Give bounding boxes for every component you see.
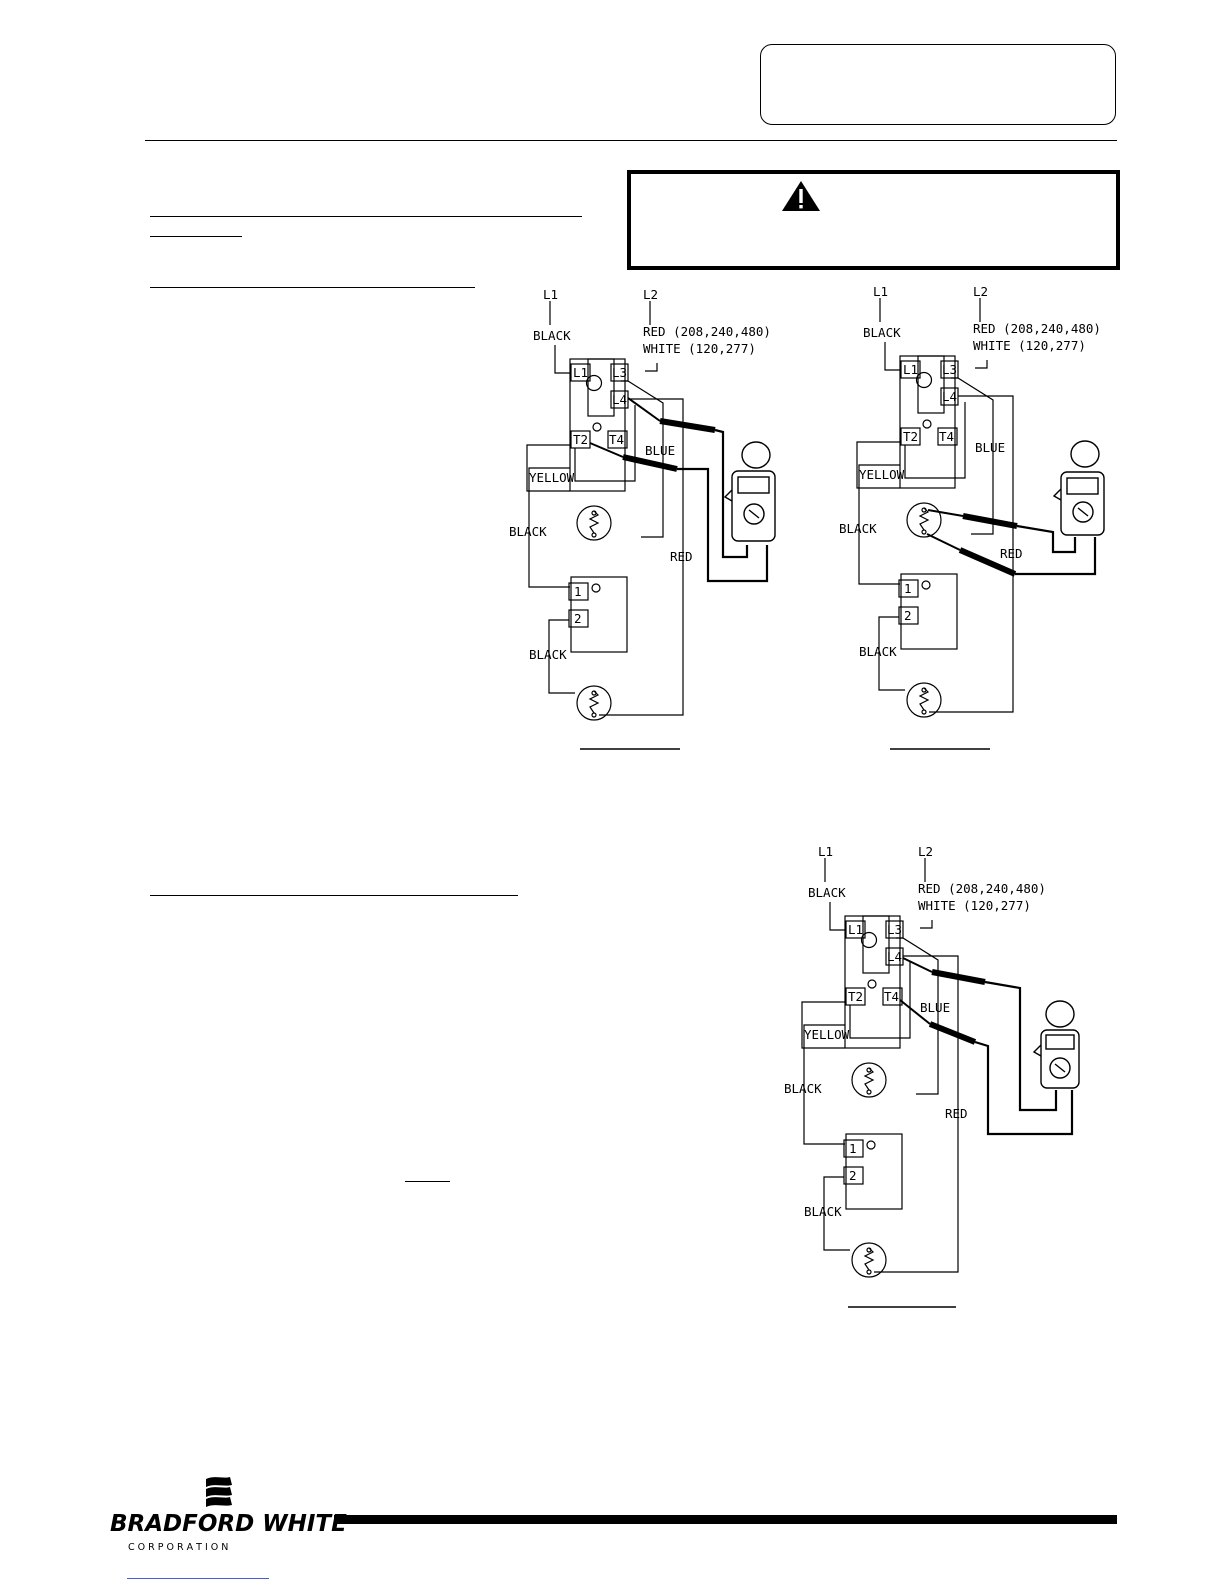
svg-text:T4: T4 <box>609 432 624 447</box>
svg-text:T4: T4 <box>939 429 954 444</box>
svg-text:L4: L4 <box>612 392 627 407</box>
bradford-white-logo: BRADFORD WHITE C O R P O R A T I O N <box>110 1477 347 1553</box>
header-rule <box>145 140 1117 141</box>
wiring-diagram-upper-element: L1 L2 BLACK RED (208,240,480) WHITE (120… <box>509 287 776 750</box>
svg-text:RED (208,240,480): RED (208,240,480) <box>918 881 1046 896</box>
svg-text:L1: L1 <box>903 362 918 377</box>
subsection-heading-underline <box>150 287 475 288</box>
subsection-heading-underline <box>150 895 518 896</box>
svg-text:L4: L4 <box>887 949 902 964</box>
svg-text:1: 1 <box>574 584 582 599</box>
clamp-meter-icon <box>1032 1000 1080 1089</box>
footer-link-underline[interactable] <box>127 1578 269 1579</box>
svg-text:L1: L1 <box>873 284 888 299</box>
svg-text:BLACK: BLACK <box>784 1081 822 1096</box>
clamp-meter-icon <box>1052 440 1105 536</box>
svg-text:L4: L4 <box>942 389 957 404</box>
svg-text:BLACK: BLACK <box>859 644 897 659</box>
svg-text:BRADFORD WHITE: BRADFORD WHITE <box>110 1511 347 1537</box>
svg-text:L2: L2 <box>918 844 933 859</box>
svg-text:1: 1 <box>904 581 912 596</box>
svg-text:1: 1 <box>849 1141 857 1156</box>
svg-text:RED: RED <box>670 549 693 564</box>
svg-text:RED (208,240,480): RED (208,240,480) <box>643 324 771 339</box>
footer-bar <box>334 1515 1117 1524</box>
svg-text:T2: T2 <box>573 432 588 447</box>
svg-text:C O R P O R A T I O N: C O R P O R A T I O N <box>128 1542 228 1553</box>
svg-text:WHITE (120,277): WHITE (120,277) <box>643 341 756 356</box>
svg-text:BLUE: BLUE <box>975 440 1005 455</box>
svg-text:L2: L2 <box>973 284 988 299</box>
svg-text:BLUE: BLUE <box>645 443 675 458</box>
svg-text:YELLOW: YELLOW <box>529 470 575 485</box>
svg-text:L3: L3 <box>942 362 957 377</box>
svg-text:L1: L1 <box>818 844 833 859</box>
svg-text:L3: L3 <box>887 922 902 937</box>
section-heading-underline <box>150 216 582 217</box>
svg-text:RED: RED <box>945 1106 968 1121</box>
svg-text:T2: T2 <box>848 989 863 1004</box>
svg-text:L1: L1 <box>573 365 588 380</box>
svg-text:BLACK: BLACK <box>529 647 567 662</box>
svg-text:L3: L3 <box>612 365 627 380</box>
svg-text:BLACK: BLACK <box>509 524 547 539</box>
svg-text:RED (208,240,480): RED (208,240,480) <box>973 321 1101 336</box>
svg-text:T2: T2 <box>903 429 918 444</box>
clamp-meter-icon <box>723 441 776 542</box>
wiring-diagram-upper-element-alt: L1 L2 BLACK RED (208,240,480) WHITE (120… <box>839 284 1105 750</box>
warning-triangle-icon <box>782 181 820 211</box>
svg-text:BLUE: BLUE <box>920 1000 950 1015</box>
svg-text:2: 2 <box>574 611 582 626</box>
svg-text:YELLOW: YELLOW <box>804 1027 850 1042</box>
svg-text:2: 2 <box>849 1168 857 1183</box>
note-underline <box>405 1181 450 1182</box>
svg-text:L2: L2 <box>643 287 658 302</box>
svg-text:YELLOW: YELLOW <box>859 467 905 482</box>
warning-box <box>627 170 1120 270</box>
wiring-diagram-lower-element: L1 L2 BLACK RED (208,240,480) WHITE (120… <box>784 844 1080 1308</box>
svg-text:BLACK: BLACK <box>839 521 877 536</box>
header-box <box>760 44 1116 125</box>
svg-text:BLACK: BLACK <box>533 328 571 343</box>
svg-text:BLACK: BLACK <box>863 325 901 340</box>
svg-text:BLACK: BLACK <box>808 885 846 900</box>
svg-text:T4: T4 <box>884 989 899 1004</box>
svg-text:L1: L1 <box>848 922 863 937</box>
svg-text:2: 2 <box>904 608 912 623</box>
svg-text:RED: RED <box>1000 546 1023 561</box>
svg-text:BLACK: BLACK <box>804 1204 842 1219</box>
section-heading-underline <box>150 236 242 237</box>
svg-text:WHITE (120,277): WHITE (120,277) <box>918 898 1031 913</box>
svg-text:WHITE (120,277): WHITE (120,277) <box>973 338 1086 353</box>
svg-text:L1: L1 <box>543 287 558 302</box>
